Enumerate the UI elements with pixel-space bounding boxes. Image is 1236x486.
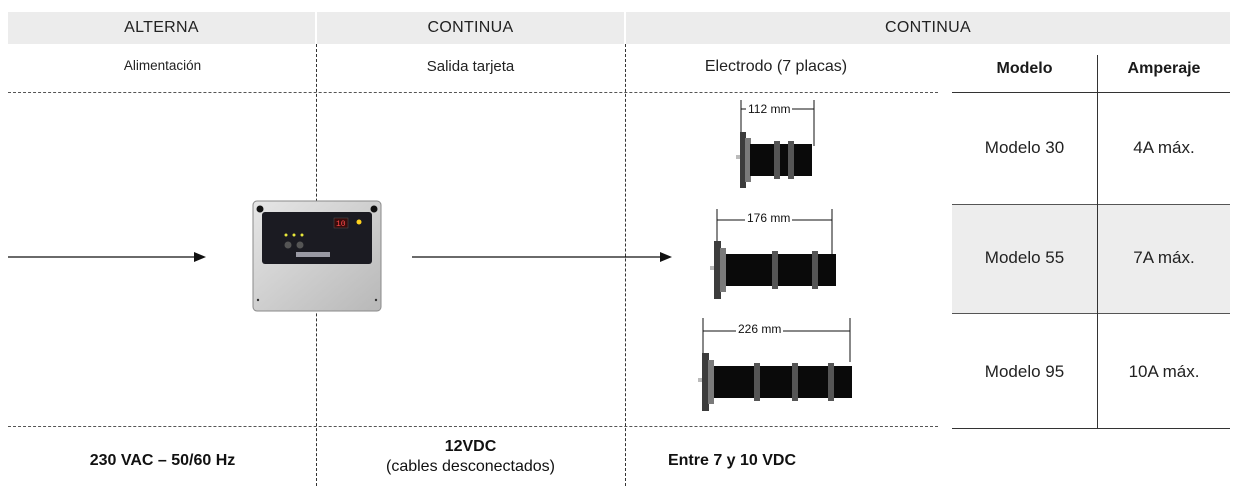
column-divider — [625, 44, 626, 486]
header-continua-1: CONTINUA — [317, 12, 624, 44]
electrode-image — [736, 132, 812, 188]
output-spec-note: (cables desconectados) — [386, 458, 555, 475]
row-divider-bottom — [8, 426, 938, 427]
table-line — [952, 204, 1230, 205]
table-line — [1097, 55, 1099, 428]
table-header-amperaje: Amperaje — [1127, 60, 1201, 77]
table-header-modelo: Modelo — [996, 60, 1053, 77]
table-line — [952, 428, 1230, 430]
output-spec: 12VDC (cables desconectados) — [317, 437, 624, 477]
table-line — [952, 313, 1230, 314]
table-row-highlight — [952, 204, 1230, 313]
table-line — [952, 92, 1230, 94]
output-spec-value: 12VDC — [444, 438, 497, 455]
power-spec-value: 230 VAC – 50/60 Hz — [89, 452, 236, 469]
arrow-controller-to-electrode — [412, 252, 672, 262]
table-cell-model: Modelo 30 — [984, 138, 1065, 157]
table-cell-amperage: 10A máx. — [1128, 362, 1200, 381]
electrode-image — [710, 241, 836, 299]
electrode-spec: Entre 7 y 10 VDC — [626, 452, 838, 470]
svg-text:10: 10 — [336, 220, 346, 229]
header-label: CONTINUA — [427, 19, 514, 36]
table-cell-model: Modelo 55 — [984, 248, 1065, 267]
table-cell-amperage: 4A máx. — [1133, 138, 1195, 157]
header-label: CONTINUA — [885, 19, 971, 36]
table-cell-model: Modelo 95 — [984, 362, 1065, 381]
subheader-salida-tarjeta: Salida tarjeta — [426, 58, 515, 75]
header-alterna: ALTERNA — [8, 12, 315, 44]
table-cell-amperage: 7A máx. — [1133, 248, 1195, 267]
dimension-label: 226 mm — [736, 322, 784, 336]
header-continua-2: CONTINUA — [626, 12, 1230, 44]
power-spec: 230 VAC – 50/60 Hz — [10, 452, 315, 470]
header-label: ALTERNA — [124, 19, 199, 36]
dimension-label: 176 mm — [745, 211, 793, 225]
arrow-power-to-controller — [8, 252, 206, 262]
subheader-electrodo: Electrodo (7 placas) — [704, 58, 848, 75]
electrode-image — [698, 353, 852, 411]
dimension-label: 112 mm — [746, 102, 793, 116]
row-divider-top — [8, 92, 938, 93]
electrode-spec-value: Entre 7 y 10 VDC — [667, 452, 797, 469]
controller-device-image: 10 — [252, 200, 382, 312]
subheader-alimentacion: Alimentación — [123, 58, 202, 73]
